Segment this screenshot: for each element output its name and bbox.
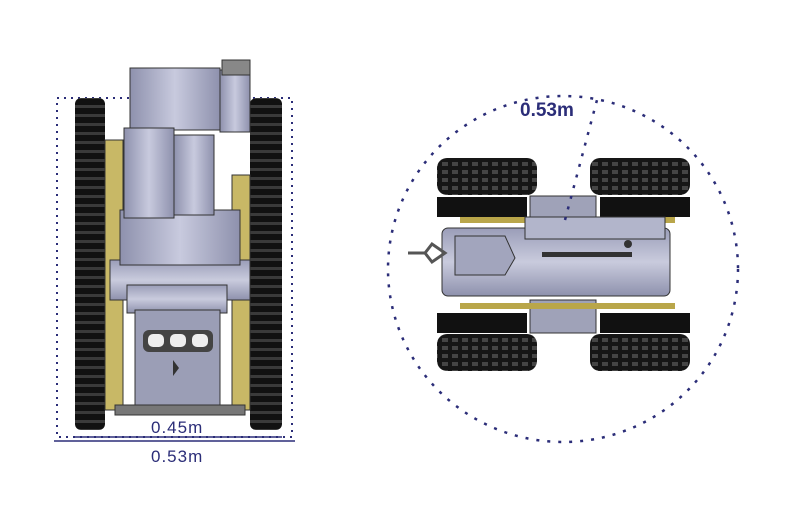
wheel-front-left: [437, 158, 537, 195]
top-view-robot: [386, 94, 740, 444]
radius-label: 0.53m: [520, 100, 574, 121]
right-track: [250, 98, 282, 430]
outer-width-label: 0.53m: [151, 447, 204, 466]
front-view-robot: [54, 59, 295, 442]
wheel-rear-left: [437, 334, 537, 371]
arm-lower: [123, 127, 175, 219]
arm-upper: [129, 67, 221, 131]
wheel-front-right: [590, 158, 690, 195]
turning-radius-circle: [386, 94, 740, 444]
inner-width-label: 0.45m: [151, 418, 204, 437]
left-track: [75, 98, 105, 430]
wheel-rear-right: [590, 334, 690, 371]
front-panel: [134, 309, 221, 413]
gripper: [408, 241, 448, 265]
